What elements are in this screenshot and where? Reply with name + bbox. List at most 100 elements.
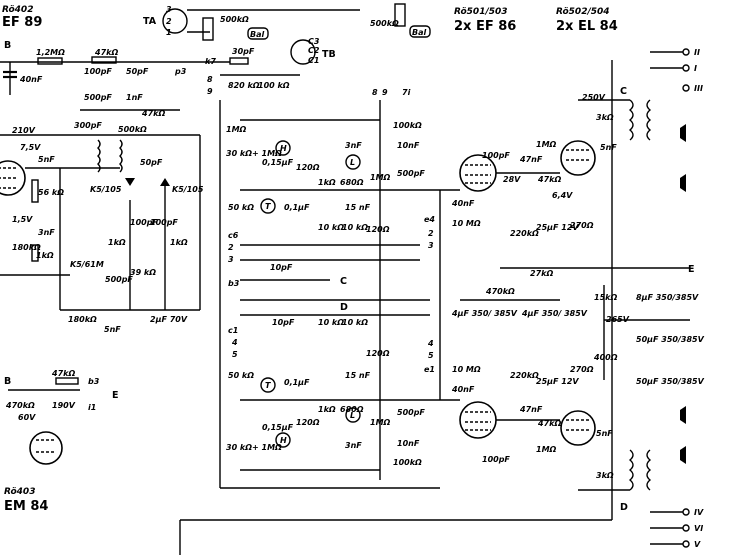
svg-text:K5/105: K5/105 (90, 185, 122, 194)
svg-text:i1: i1 (88, 403, 96, 412)
ta-pin3: 3 (166, 5, 172, 14)
svg-text:10pF: 10pF (270, 263, 293, 272)
svg-text:100 kΩ: 100 kΩ (258, 81, 290, 90)
svg-text:30pF: 30pF (232, 47, 255, 56)
svg-text:100pF: 100pF (482, 455, 510, 464)
svg-text:4: 4 (231, 338, 238, 347)
svg-text:100pF: 100pF (150, 218, 178, 227)
svg-text:IV: IV (694, 508, 704, 517)
svg-text:8μF 350/385V: 8μF 350/385V (636, 293, 699, 302)
svg-text:15 nF: 15 nF (345, 203, 371, 212)
svg-text:3nF: 3nF (345, 441, 362, 450)
svg-text:10pF: 10pF (272, 318, 295, 327)
svg-text:10 kΩ: 10 kΩ (318, 223, 344, 232)
svg-text:K5/61M: K5/61M (70, 260, 104, 269)
svg-text:40nF: 40nF (19, 75, 43, 84)
svg-text:1kΩ: 1kΩ (170, 238, 188, 247)
ef86-type: 2x EF 86 (454, 19, 516, 34)
svg-text:50pF: 50pF (140, 158, 163, 167)
svg-text:C1: C1 (308, 56, 319, 65)
svg-text:C: C (340, 276, 347, 287)
svg-text:4μF 350/ 385V: 4μF 350/ 385V (521, 309, 588, 318)
ef89-code: Rö402 (2, 5, 33, 15)
svg-text:100pF: 100pF (130, 218, 158, 227)
svg-text:I: I (694, 64, 697, 73)
svg-text:220kΩ: 220kΩ (510, 229, 539, 238)
h-bottom: H (280, 436, 287, 445)
svg-text:47nF: 47nF (519, 155, 543, 164)
svg-text:3nF: 3nF (38, 228, 55, 237)
svg-text:180kΩ: 180kΩ (12, 243, 41, 252)
ef89-tube (0, 160, 26, 196)
svg-text:p3: p3 (174, 67, 187, 76)
svg-text:47kΩ: 47kΩ (141, 109, 165, 118)
svg-text:C2: C2 (308, 46, 320, 55)
svg-text:15kΩ: 15kΩ (594, 293, 617, 302)
svg-text:B: B (4, 376, 11, 387)
svg-text:100pF: 100pF (482, 151, 510, 160)
svg-text:1kΩ: 1kΩ (318, 405, 336, 414)
svg-text:120Ω: 120Ω (366, 225, 390, 234)
svg-text:5nF: 5nF (600, 143, 617, 152)
svg-text:250V: 250V (582, 93, 606, 102)
svg-text:1nF: 1nF (126, 93, 143, 102)
svg-text:b3: b3 (88, 377, 100, 386)
svg-text:47kΩ: 47kΩ (94, 48, 118, 57)
svg-text:180kΩ: 180kΩ (68, 315, 97, 324)
svg-text:1kΩ: 1kΩ (36, 251, 54, 260)
svg-text:6,4V: 6,4V (552, 191, 573, 200)
svg-text:5: 5 (232, 350, 238, 359)
svg-text:10 kΩ: 10 kΩ (342, 318, 368, 327)
svg-text:28V: 28V (503, 175, 521, 184)
svg-text:470kΩ: 470kΩ (5, 401, 35, 410)
svg-text:27kΩ: 27kΩ (530, 269, 553, 278)
svg-text:47kΩ: 47kΩ (537, 419, 561, 428)
svg-text:120Ω: 120Ω (366, 349, 390, 358)
svg-text:1,5V: 1,5V (12, 215, 33, 224)
svg-text:III: III (694, 84, 703, 93)
svg-text:7,5V: 7,5V (20, 143, 41, 152)
svg-text:10 kΩ: 10 kΩ (342, 223, 368, 232)
svg-text:680Ω: 680Ω (340, 178, 364, 187)
svg-text:470kΩ: 470kΩ (485, 287, 515, 296)
svg-text:3kΩ: 3kΩ (596, 471, 614, 480)
em84-tube (29, 431, 63, 465)
ef86-top-tube (459, 154, 497, 192)
svg-text:K5/105: K5/105 (172, 185, 204, 194)
svg-text:820 kΩ: 820 kΩ (228, 81, 260, 90)
svg-text:270Ω: 270Ω (570, 365, 594, 374)
svg-text:190V: 190V (52, 401, 76, 410)
svg-text:50 kΩ: 50 kΩ (228, 203, 254, 212)
svg-text:5nF: 5nF (596, 429, 613, 438)
svg-text:5nF: 5nF (104, 325, 121, 334)
svg-text:10 MΩ: 10 MΩ (452, 365, 481, 374)
svg-text:25μF 12V: 25μF 12V (536, 223, 579, 232)
svg-text:1MΩ: 1MΩ (226, 125, 247, 134)
svg-text:30 kΩ+ 1MΩ: 30 kΩ+ 1MΩ (226, 149, 282, 158)
svg-text:9: 9 (207, 87, 213, 96)
svg-text:500pF: 500pF (105, 275, 133, 284)
svg-text:3kΩ: 3kΩ (596, 113, 614, 122)
svg-text:8: 8 (372, 88, 378, 97)
svg-text:e4: e4 (424, 215, 435, 224)
r500k-top2: 500kΩ (370, 19, 399, 28)
svg-text:220kΩ: 220kΩ (510, 371, 539, 380)
svg-text:100kΩ: 100kΩ (393, 121, 422, 130)
bal-left: Bal (250, 30, 264, 39)
tb-label: TB (322, 49, 336, 60)
em84-type: EM 84 (4, 499, 48, 514)
svg-text:1,2MΩ: 1,2MΩ (36, 48, 65, 57)
svg-text:500kΩ: 500kΩ (118, 125, 147, 134)
svg-text:c6: c6 (228, 231, 239, 240)
svg-text:10nF: 10nF (397, 141, 420, 150)
ta-pin2: 2 (166, 17, 172, 26)
em84-code: Rö403 (4, 487, 35, 497)
el84-top-tube (560, 140, 596, 176)
svg-text:e1: e1 (424, 365, 435, 374)
svg-text:47kΩ: 47kΩ (51, 369, 75, 378)
svg-text:9: 9 (382, 88, 388, 97)
e-left: E (112, 390, 119, 401)
ef86-code: Rö501/503 (454, 7, 508, 17)
svg-text:2μF 70V: 2μF 70V (150, 315, 188, 324)
svg-text:270Ω: 270Ω (570, 221, 594, 230)
